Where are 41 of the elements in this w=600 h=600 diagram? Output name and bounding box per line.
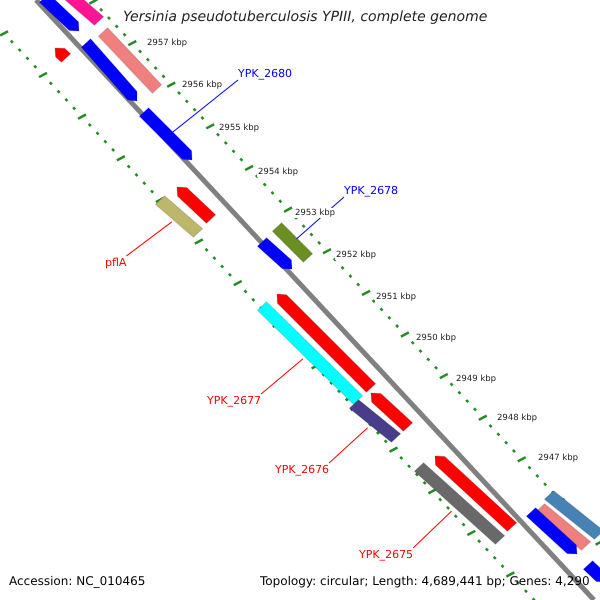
scale-label: 2957 kbp bbox=[146, 38, 188, 48]
footer-text: Topology: circular; Length: 4,689,441 bp; Genes: 4,290 bbox=[260, 574, 590, 588]
gene-block bbox=[176, 186, 216, 224]
gene-block bbox=[276, 293, 376, 393]
gene-label: YPK_2680 bbox=[238, 67, 292, 80]
gene-block bbox=[64, 0, 104, 26]
scale-label: 2947 kbp bbox=[537, 453, 580, 463]
scale-label: 2952 kbp bbox=[335, 250, 378, 260]
leader-line bbox=[412, 510, 452, 548]
gene-block bbox=[138, 107, 193, 161]
scale-label: 2955 kbp bbox=[218, 123, 260, 133]
leader-line bbox=[171, 80, 238, 134]
gene-label: YPK_2677 bbox=[207, 394, 262, 407]
scale-label: 2956 kbp bbox=[181, 80, 224, 90]
footer-text: Accession: NC_010465 bbox=[9, 574, 146, 588]
gene-label: pflA bbox=[105, 256, 126, 269]
title: Yersinia pseudotuberculosis YPIII, complete genome bbox=[123, 9, 488, 25]
gene-block bbox=[38, 0, 80, 32]
gene-block bbox=[370, 392, 414, 432]
gene-label: YPK_2678 bbox=[344, 184, 398, 197]
scale-label: 2948 kbp bbox=[496, 413, 538, 423]
gene-block bbox=[272, 222, 314, 263]
gene-block bbox=[256, 237, 293, 270]
gene-block bbox=[544, 490, 600, 540]
gene-block bbox=[414, 462, 506, 545]
scale-label: 2949 kbp bbox=[455, 374, 498, 384]
scale-label: 2953 kbp bbox=[294, 208, 336, 218]
scale-label: 2951 kbp bbox=[375, 292, 418, 302]
gene-label: YPK_2676 bbox=[275, 463, 330, 476]
leader-line bbox=[328, 427, 368, 464]
scale-label: 2954 kbp bbox=[257, 167, 300, 177]
gene-block bbox=[348, 399, 402, 443]
gene-block bbox=[526, 507, 578, 555]
gene-block bbox=[80, 38, 138, 102]
gene-block bbox=[54, 47, 72, 63]
gene-block bbox=[434, 455, 518, 532]
leader-line bbox=[260, 358, 304, 394]
leader-line bbox=[126, 221, 172, 256]
scale-label: 2950 kbp bbox=[415, 333, 458, 343]
gene-block bbox=[154, 195, 204, 238]
gene-label: YPK_2675 bbox=[359, 548, 414, 561]
